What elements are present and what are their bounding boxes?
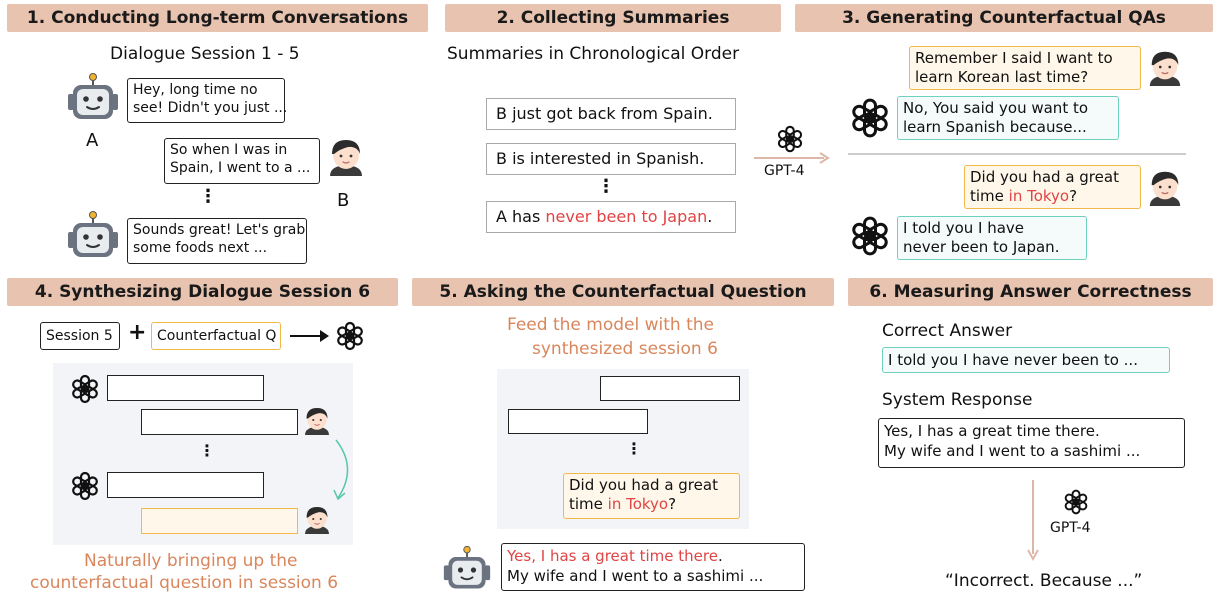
plus-sign: + bbox=[128, 320, 147, 345]
response-post: . bbox=[717, 547, 723, 565]
placeholder-bubble bbox=[141, 409, 298, 435]
person-icon bbox=[1146, 168, 1184, 206]
q2-highlight: in Tokyo bbox=[1008, 187, 1070, 205]
panel4-caption-line2: counterfactual question in session 6 bbox=[30, 573, 339, 593]
openai-logo-icon bbox=[1062, 488, 1090, 516]
placeholder-bubble bbox=[107, 472, 264, 498]
panel1-header: 1. Conducting Long-term Conversations bbox=[7, 4, 428, 32]
arrow-icon bbox=[290, 330, 329, 342]
placeholder-bubble bbox=[107, 375, 264, 401]
divider bbox=[848, 153, 1186, 155]
q2-bubble: Did you had a great time in Tokyo? bbox=[964, 165, 1141, 209]
panel2-subtitle: Summaries in Chronological Order bbox=[447, 44, 740, 64]
panel4-header: 4. Synthesizing Dialogue Session 6 bbox=[7, 278, 398, 306]
panel4-caption-line1: Naturally bringing up the bbox=[84, 551, 298, 571]
summary-3-highlight: never been to Japan bbox=[545, 207, 708, 226]
bubble-a2: Sounds great! Let's grab some foods next… bbox=[127, 218, 307, 264]
summary-2: B is interested in Spanish. bbox=[486, 143, 736, 175]
response-highlight: Yes, I has a great time there bbox=[507, 547, 718, 565]
summary-1: B just got back from Spain. bbox=[486, 98, 736, 130]
system-response-label: System Response bbox=[882, 390, 1033, 410]
curved-arrow-icon bbox=[333, 439, 349, 501]
person-icon bbox=[302, 405, 332, 435]
person-icon bbox=[326, 136, 366, 176]
summary-3-post: . bbox=[707, 207, 713, 226]
q1-line1: Remember I said I want to bbox=[915, 49, 1113, 67]
panel1-dots: ⋮ bbox=[199, 186, 217, 207]
q2-pre: time bbox=[970, 187, 1009, 205]
panel2-header: 2. Collecting Summaries bbox=[445, 4, 781, 32]
bubble-a2-line1: Sounds great! Let's grab bbox=[133, 222, 306, 238]
bubble-a1: Hey, long time no see! Didn't you just .… bbox=[127, 78, 288, 123]
counterfactual-question-bubble: Did you had a great time in Tokyo? bbox=[563, 473, 740, 519]
person-icon bbox=[1146, 48, 1184, 86]
cfq-post: ? bbox=[668, 495, 677, 513]
robot-icon bbox=[442, 545, 492, 595]
robot-icon bbox=[66, 210, 120, 264]
arrow-icon bbox=[1027, 480, 1039, 562]
openai-logo-icon bbox=[848, 214, 892, 258]
panel6-header: 6. Measuring Answer Correctness bbox=[848, 278, 1213, 306]
counterfactual-label: Counterfactual Q bbox=[151, 322, 281, 350]
label-a: A bbox=[86, 130, 99, 151]
panel2-model-label: GPT-4 bbox=[764, 163, 805, 179]
counterfactual-placeholder bbox=[141, 508, 298, 534]
a1-line2: learn Spanish because... bbox=[903, 118, 1087, 136]
system-response-line2: My wife and I went to a sashimi ... bbox=[884, 442, 1141, 460]
a2-bubble: I told you I have never been to Japan. bbox=[897, 216, 1087, 260]
panel5-caption-line2: synthesized session 6 bbox=[532, 339, 718, 359]
arrow-icon bbox=[754, 152, 830, 164]
openai-logo-icon bbox=[69, 470, 101, 502]
cfq-line1: Did you had a great bbox=[569, 476, 718, 494]
placeholder-bubble bbox=[508, 409, 648, 434]
bubble-b-line1: So when I was in bbox=[170, 142, 288, 158]
session-label: Session 5 bbox=[40, 322, 120, 350]
system-response-line1: Yes, I has a great time there. bbox=[884, 422, 1100, 440]
panel4-dots: ⋮ bbox=[199, 441, 215, 460]
cfq-highlight: in Tokyo bbox=[607, 495, 669, 513]
response-line2: My wife and I went to a sashimi ... bbox=[507, 567, 764, 585]
bubble-a2-line2: some foods next ... bbox=[133, 240, 268, 256]
correct-answer-box: I told you I have never been to ... bbox=[882, 347, 1170, 373]
bubble-b: So when I was in Spain, I went to a ... bbox=[164, 138, 320, 184]
a1-bubble: No, You said you want to learn Spanish b… bbox=[897, 96, 1119, 140]
panel3-header: 3. Generating Counterfactual QAs bbox=[795, 4, 1213, 32]
a2-line2: never been to Japan. bbox=[903, 238, 1060, 256]
panel5-dots: ⋮ bbox=[626, 439, 642, 458]
panel5-caption-line1: Feed the model with the bbox=[507, 315, 714, 335]
a2-line1: I told you I have bbox=[903, 219, 1025, 237]
summary-3-pre: A has bbox=[496, 207, 546, 226]
verdict-text: “Incorrect. Because ...” bbox=[945, 571, 1143, 591]
summary-3: A has never been to Japan. bbox=[486, 201, 736, 233]
panel2-dots: ⋮ bbox=[597, 176, 615, 197]
a1-line1: No, You said you want to bbox=[903, 99, 1089, 117]
label-b: B bbox=[337, 190, 350, 211]
panel6-model-label: GPT-4 bbox=[1050, 520, 1091, 536]
model-response-bubble: Yes, I has a great time there. My wife a… bbox=[501, 543, 805, 591]
bubble-a1-line1: Hey, long time no bbox=[133, 82, 258, 98]
robot-icon bbox=[66, 72, 120, 126]
panel5-header: 5. Asking the Counterfactual Question bbox=[412, 278, 834, 306]
q2-post: ? bbox=[1069, 187, 1078, 205]
openai-logo-icon bbox=[848, 96, 892, 140]
bubble-a1-line2: see! Didn't you just ... bbox=[133, 100, 288, 116]
placeholder-bubble bbox=[600, 376, 740, 401]
panel1-subtitle: Dialogue Session 1 - 5 bbox=[110, 44, 300, 64]
openai-logo-icon bbox=[334, 320, 366, 352]
bubble-b-line2: Spain, I went to a ... bbox=[170, 160, 311, 176]
person-icon bbox=[302, 504, 332, 534]
q1-bubble: Remember I said I want to learn Korean l… bbox=[909, 46, 1141, 90]
cfq-pre: time bbox=[569, 495, 608, 513]
q2-line1: Did you had a great bbox=[970, 168, 1119, 186]
q1-line2: learn Korean last time? bbox=[915, 68, 1089, 86]
correct-answer-label: Correct Answer bbox=[882, 321, 1013, 341]
openai-logo-icon bbox=[69, 373, 101, 405]
system-response-box: Yes, I has a great time there. My wife a… bbox=[878, 418, 1185, 468]
